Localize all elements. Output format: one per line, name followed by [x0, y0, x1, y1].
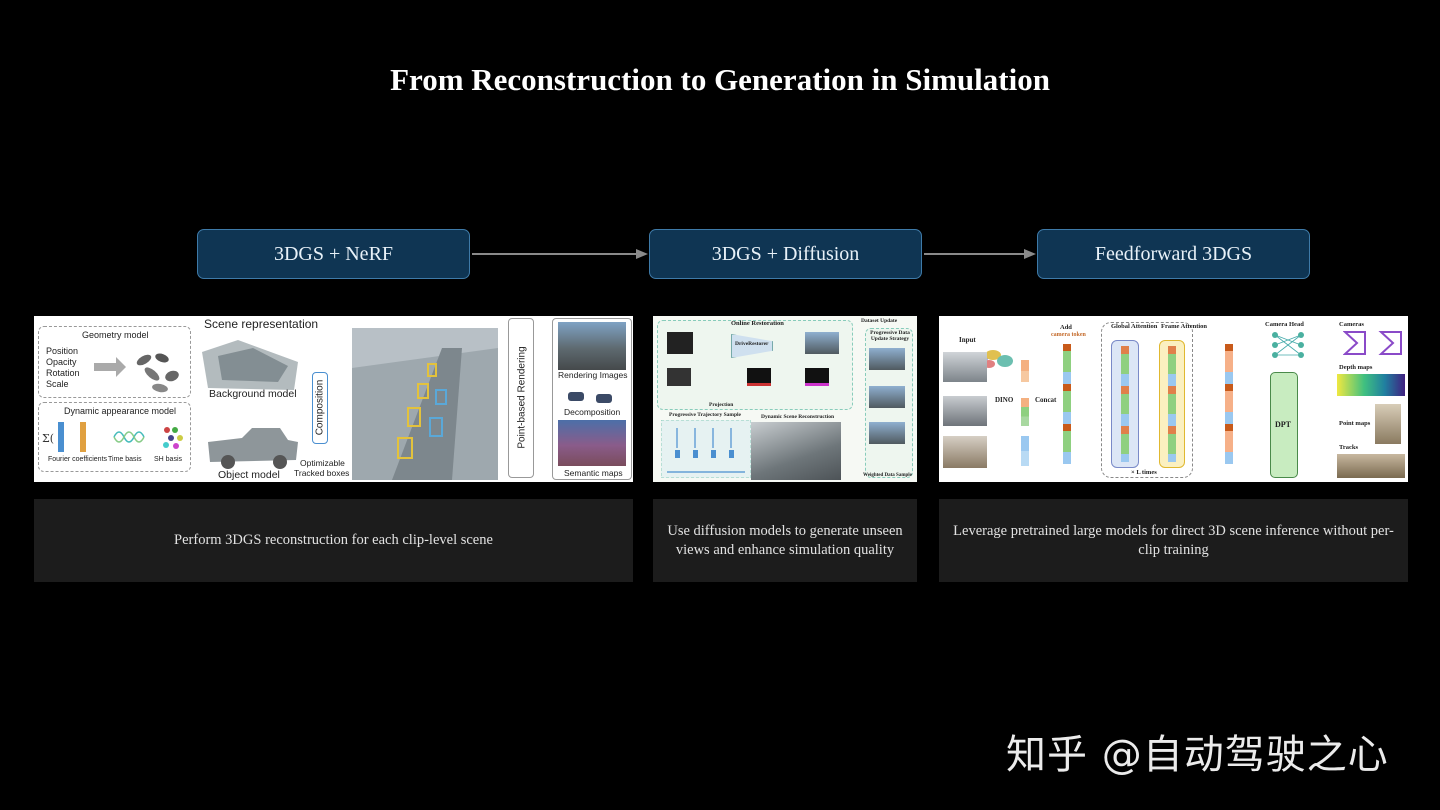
camera-head-label: Camera Head — [1265, 321, 1304, 328]
shifted-video-thumb — [869, 422, 905, 444]
token-stack — [1225, 344, 1233, 464]
hd-map-thumb — [805, 368, 829, 386]
outputs-box — [552, 318, 632, 480]
geometry-model-label: Geometry model — [82, 330, 149, 340]
restored-video-thumb — [869, 386, 905, 408]
input-image-thumb — [943, 396, 987, 426]
depth-map-thumb — [1337, 374, 1405, 396]
figure-feedforward: Input DINO Concat Add camera token Globa… — [939, 316, 1408, 482]
stage-box-feedforward: Feedforward 3DGS — [1037, 229, 1310, 279]
scale-label: Scale — [46, 379, 69, 389]
dino-label: DINO — [995, 396, 1014, 404]
dpt-label: DPT — [1275, 420, 1291, 429]
input-image-thumb — [943, 352, 987, 382]
dpt-block — [1270, 372, 1298, 478]
camera-frustum-icon — [1343, 331, 1402, 355]
optimizable-label: Optimizable — [300, 458, 345, 468]
attention-loop-box — [1101, 322, 1193, 478]
composition-label: Composition — [314, 379, 326, 436]
arrow-right-icon — [924, 249, 1036, 259]
svg-text:Σ(: Σ( — [42, 432, 54, 445]
stage-box-nerf: 3DGS + NeRF — [197, 229, 470, 279]
token-stack — [1121, 346, 1129, 462]
point-map-thumb — [1375, 404, 1401, 444]
tracks-label: Tracks — [1339, 444, 1359, 451]
dynamic-appearance-label: Dynamic appearance model — [64, 406, 177, 416]
depth-maps-label: Depth maps — [1339, 364, 1373, 371]
rendering-images-label: Rendering Images — [558, 370, 628, 380]
dynamic-scene-thumb — [751, 422, 841, 480]
composed-scene-icon — [352, 328, 498, 480]
car-icon — [596, 394, 612, 403]
watermark-logo: 知乎 @自动驾驶之心 — [1006, 732, 1389, 778]
gt-video-thumb — [869, 348, 905, 370]
online-restoration-label: Online Restoration — [731, 320, 784, 327]
dynamic-recon-label: Dynamic Scene Reconstruction — [761, 414, 835, 420]
stage-box-diffusion: 3DGS + Diffusion — [649, 229, 922, 279]
global-attention-label: Global Attention — [1111, 323, 1158, 330]
tracks-thumb — [1337, 454, 1405, 478]
rendering-image-thumb — [558, 322, 626, 370]
input-label: Input — [959, 336, 976, 344]
point-rendering-box — [508, 318, 534, 478]
input-image-thumb — [943, 436, 987, 468]
fourier-label: Fourier coefficients — [48, 456, 108, 463]
point-rendering-label: Point-based Rendering — [516, 346, 528, 449]
caption-nerf: Perform 3DGS reconstruction for each cli… — [34, 499, 633, 582]
background-pointcloud-icon — [202, 340, 298, 390]
caption-feedforward: Leverage pretrained large models for dir… — [939, 499, 1408, 582]
geometry-model-box — [38, 326, 191, 398]
weighted-sample-label: Weighted Data Sample — [863, 473, 912, 478]
time-basis-label: Time basis — [108, 456, 142, 463]
composition-box — [312, 372, 328, 444]
token-column — [1021, 436, 1029, 466]
restored-image-thumb — [805, 332, 839, 354]
slide-title: From Reconstruction to Generation in Sim… — [390, 62, 1050, 97]
figure-nerf: Geometry model Position Opacity Rotation… — [34, 316, 633, 482]
camera-token-label: camera token — [1051, 332, 1086, 338]
appearance-basis-icon: Σ( — [42, 422, 183, 452]
cameras-label: Cameras — [1339, 321, 1364, 328]
add-label: Add — [1060, 324, 1072, 331]
progressive-strategy-label: Progressive Data Update Strategy — [870, 330, 910, 342]
token-column — [1021, 398, 1029, 426]
dynamic-appearance-box — [38, 402, 191, 472]
concat-label: Concat — [1035, 396, 1057, 404]
gaussian-ellipses-icon — [94, 353, 179, 393]
projection-label: Projection — [709, 402, 734, 408]
box-sequence-thumb — [747, 368, 771, 386]
arrow-right-icon — [472, 249, 648, 259]
progressive-sample-label: Progressive Trajectory Sample — [669, 412, 741, 418]
semantic-maps-label: Semantic maps — [564, 468, 623, 478]
trajectory-sample-icon — [661, 420, 751, 478]
point-maps-label: Point maps — [1339, 420, 1371, 427]
background-model-label: Background model — [209, 388, 297, 400]
figure-diffusion: Online Restoration DriveRestorer Project… — [653, 316, 917, 482]
drive-restorer-label: DriveRestorer — [735, 341, 769, 347]
scene-representation-label: Scene representation — [204, 317, 319, 331]
semantic-map-thumb — [558, 420, 626, 466]
tracked-boxes-label: Tracked boxes — [294, 468, 350, 478]
token-stack — [1063, 344, 1071, 464]
opacity-label: Opacity — [46, 357, 77, 367]
rotation-label: Rotation — [46, 368, 80, 378]
camera-head-network-icon — [1272, 332, 1304, 358]
l-times-label: × L times — [1131, 469, 1157, 476]
caption-diffusion: Use diffusion models to generate unseen … — [653, 499, 917, 582]
sh-basis-label: SH basis — [154, 456, 183, 463]
object-model-label: Object model — [218, 469, 280, 481]
frame-attention-label: Frame Attention — [1161, 323, 1208, 330]
position-label: Position — [46, 346, 79, 356]
car-icon — [568, 392, 584, 401]
decomposition-label: Decomposition — [564, 407, 621, 417]
dataset-update-label: Dataset Update — [861, 318, 898, 324]
truck-pointcloud-icon — [208, 428, 298, 469]
noisy-image-thumb — [667, 332, 693, 354]
token-column — [1021, 360, 1029, 382]
trajectory-thumb — [667, 368, 691, 386]
token-stack — [1168, 346, 1176, 462]
